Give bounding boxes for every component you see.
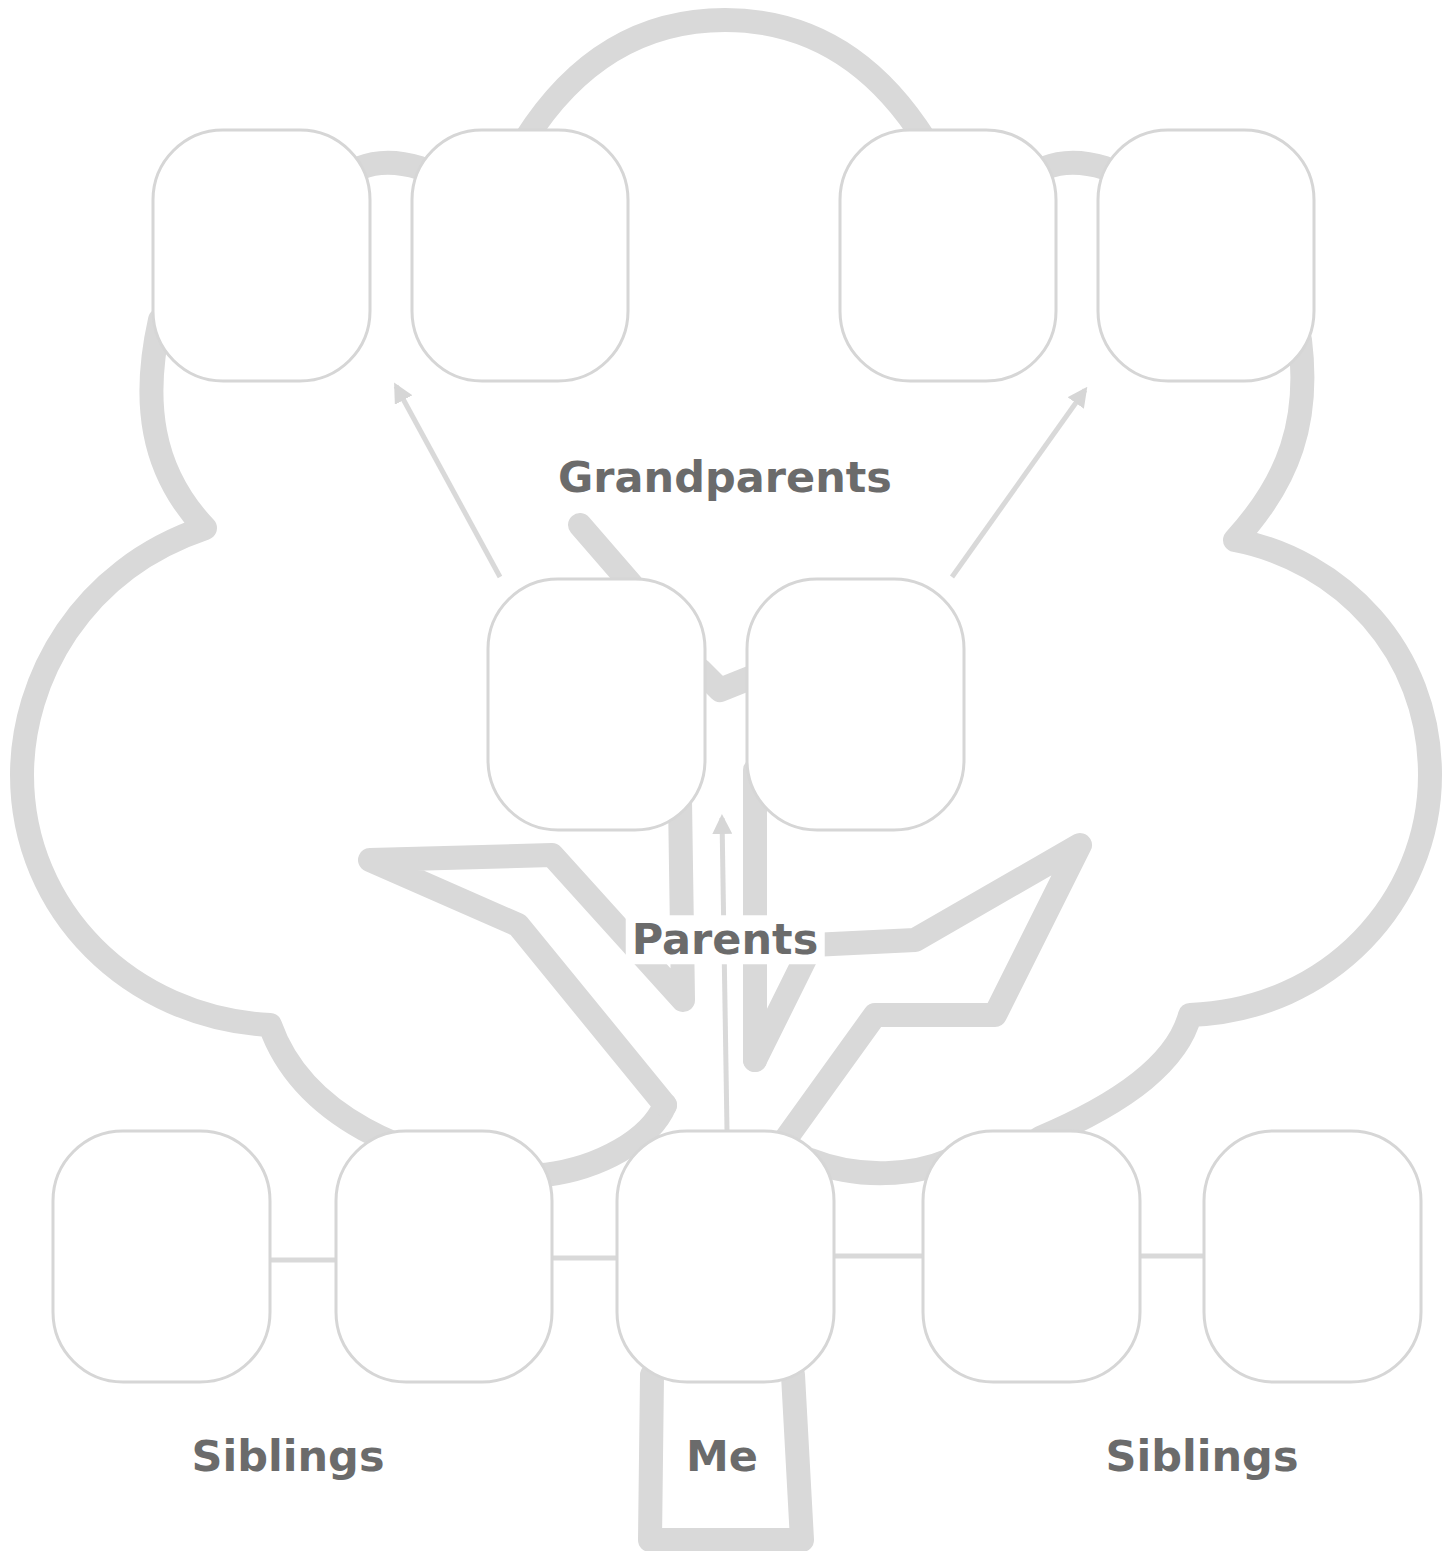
tree-outline — [22, 20, 1430, 1540]
generation-label: Me — [680, 1432, 764, 1481]
grandparent-box — [840, 130, 1056, 381]
crown-bridge — [1045, 163, 1105, 168]
arrows — [396, 386, 1085, 1130]
generation-label: Grandparents — [552, 453, 898, 502]
crown-top — [525, 20, 925, 140]
sibling-box — [53, 1131, 270, 1382]
crown-bridge — [360, 163, 420, 168]
parent-box — [747, 579, 964, 830]
generation-label: Siblings — [186, 1432, 391, 1481]
grandparent-box — [153, 130, 370, 381]
sibling-link — [270, 1258, 336, 1263]
sibling-link — [552, 1256, 617, 1261]
arrow — [952, 390, 1085, 577]
grandparent-box — [1098, 130, 1314, 381]
sibling-link — [1140, 1254, 1204, 1259]
generation-label: Siblings — [1100, 1432, 1305, 1481]
sibling-box — [336, 1131, 552, 1382]
arrow — [396, 386, 500, 577]
parent-box — [488, 579, 705, 830]
right-branch — [755, 845, 1080, 1140]
me-box — [617, 1131, 834, 1382]
trunk — [650, 1375, 802, 1540]
generation-label: Parents — [626, 915, 825, 964]
sibling-box — [1204, 1131, 1421, 1382]
grandparent-box — [412, 130, 628, 381]
sibling-link — [834, 1254, 923, 1259]
boxes — [53, 130, 1421, 1382]
sibling-box — [923, 1131, 1140, 1382]
arrow — [722, 818, 727, 1130]
